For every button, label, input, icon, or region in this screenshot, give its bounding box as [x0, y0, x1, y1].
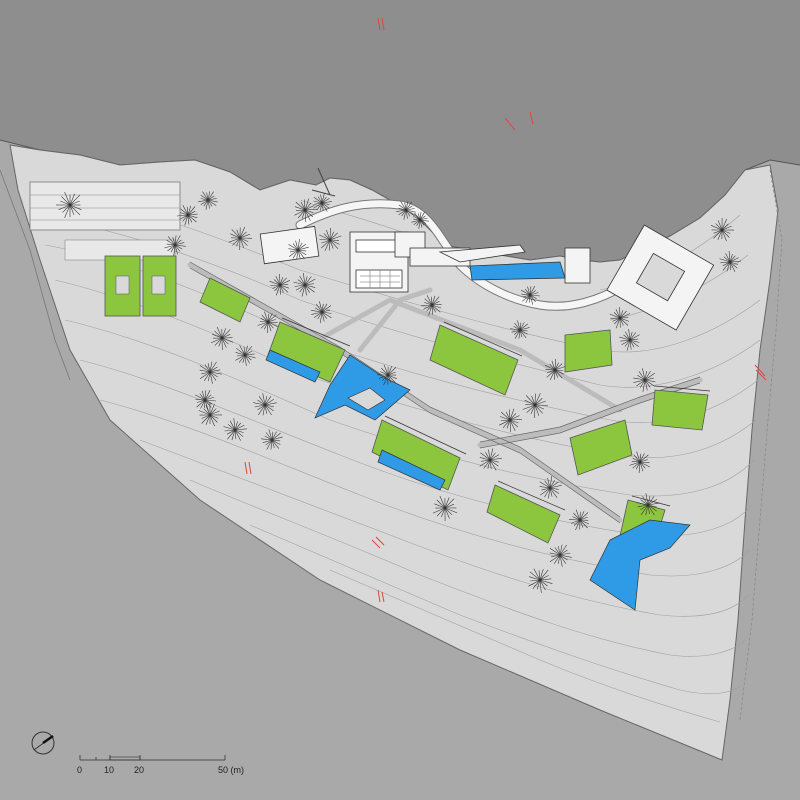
- sports-courts: [104, 255, 177, 317]
- tree-symbol-icon: [544, 358, 566, 381]
- scale-bar: 0 10 20 50 (m): [77, 755, 244, 775]
- tree-symbol-icon: [56, 191, 82, 219]
- tree-symbol-icon: [521, 286, 540, 305]
- tree-symbol-icon: [376, 364, 397, 386]
- tree-symbol-icon: [528, 568, 553, 593]
- tree-symbol-icon: [164, 235, 186, 256]
- reception-detail: [360, 270, 400, 288]
- tree-symbol-icon: [293, 273, 316, 297]
- tree-symbol-icon: [549, 544, 572, 567]
- tree-symbol-icon: [510, 320, 530, 339]
- tree-symbol-icon: [629, 451, 650, 474]
- left-edge-line: [0, 169, 71, 381]
- tree-symbol-icon: [253, 393, 277, 416]
- tree-symbol-icon: [633, 368, 656, 392]
- parking-area: [29, 181, 181, 261]
- tree-symbol-icon: [198, 402, 223, 427]
- sea-area: [0, 0, 800, 262]
- scale-label-20: 20: [134, 765, 144, 775]
- tree-symbol-icon: [288, 239, 309, 260]
- jetty: [311, 167, 336, 197]
- tree-symbol-icon: [420, 295, 442, 316]
- tree-symbol-icon: [311, 301, 332, 323]
- tree-symbol-icon: [228, 226, 253, 251]
- tree-symbol-icon: [432, 495, 458, 522]
- tree-symbol-icon: [636, 493, 660, 516]
- scale-label-0: 0: [77, 765, 82, 775]
- red-markers: [244, 17, 767, 603]
- sea-pool: [469, 261, 566, 281]
- tree-symbol-icon: [568, 509, 589, 531]
- scale-label-50m: 50 (m): [218, 765, 244, 775]
- tree-symbol-icon: [198, 191, 218, 210]
- tree-symbol-icon: [411, 212, 429, 229]
- tree-symbol-icon: [710, 217, 735, 242]
- compass-north-arrow-icon: [31, 731, 55, 755]
- tree-symbol-icon: [223, 418, 247, 441]
- trees: [56, 191, 742, 593]
- tree-symbol-icon: [719, 250, 742, 272]
- pier: [438, 244, 526, 263]
- main-buildings: [259, 224, 715, 331]
- tree-symbol-icon: [499, 408, 523, 433]
- tree-symbol-icon: [176, 205, 198, 226]
- tree-symbol-icon: [294, 198, 318, 223]
- villa-pools: [265, 349, 691, 611]
- tree-symbol-icon: [195, 390, 217, 411]
- tree-symbol-icon: [522, 393, 549, 419]
- tree-symbol-icon: [479, 448, 502, 471]
- tree-symbol-icon: [539, 476, 562, 499]
- pool-island: [347, 387, 386, 411]
- tree-symbol-icon: [318, 227, 342, 252]
- tree-symbol-icon: [619, 329, 640, 351]
- tree-symbol-icon: [235, 345, 256, 366]
- tree-symbol-icon: [269, 273, 291, 296]
- tree-symbol-icon: [261, 429, 283, 450]
- tree-symbol-icon: [396, 201, 416, 220]
- villa-edges: [281, 317, 711, 511]
- tree-symbol-icon: [313, 193, 332, 212]
- scale-label-10: 10: [104, 765, 114, 775]
- right-edge-line: [739, 169, 783, 721]
- tree-symbol-icon: [257, 311, 279, 334]
- tree-symbol-icon: [609, 306, 631, 329]
- tree-symbol-icon: [199, 361, 222, 384]
- tree-symbol-icon: [210, 326, 234, 351]
